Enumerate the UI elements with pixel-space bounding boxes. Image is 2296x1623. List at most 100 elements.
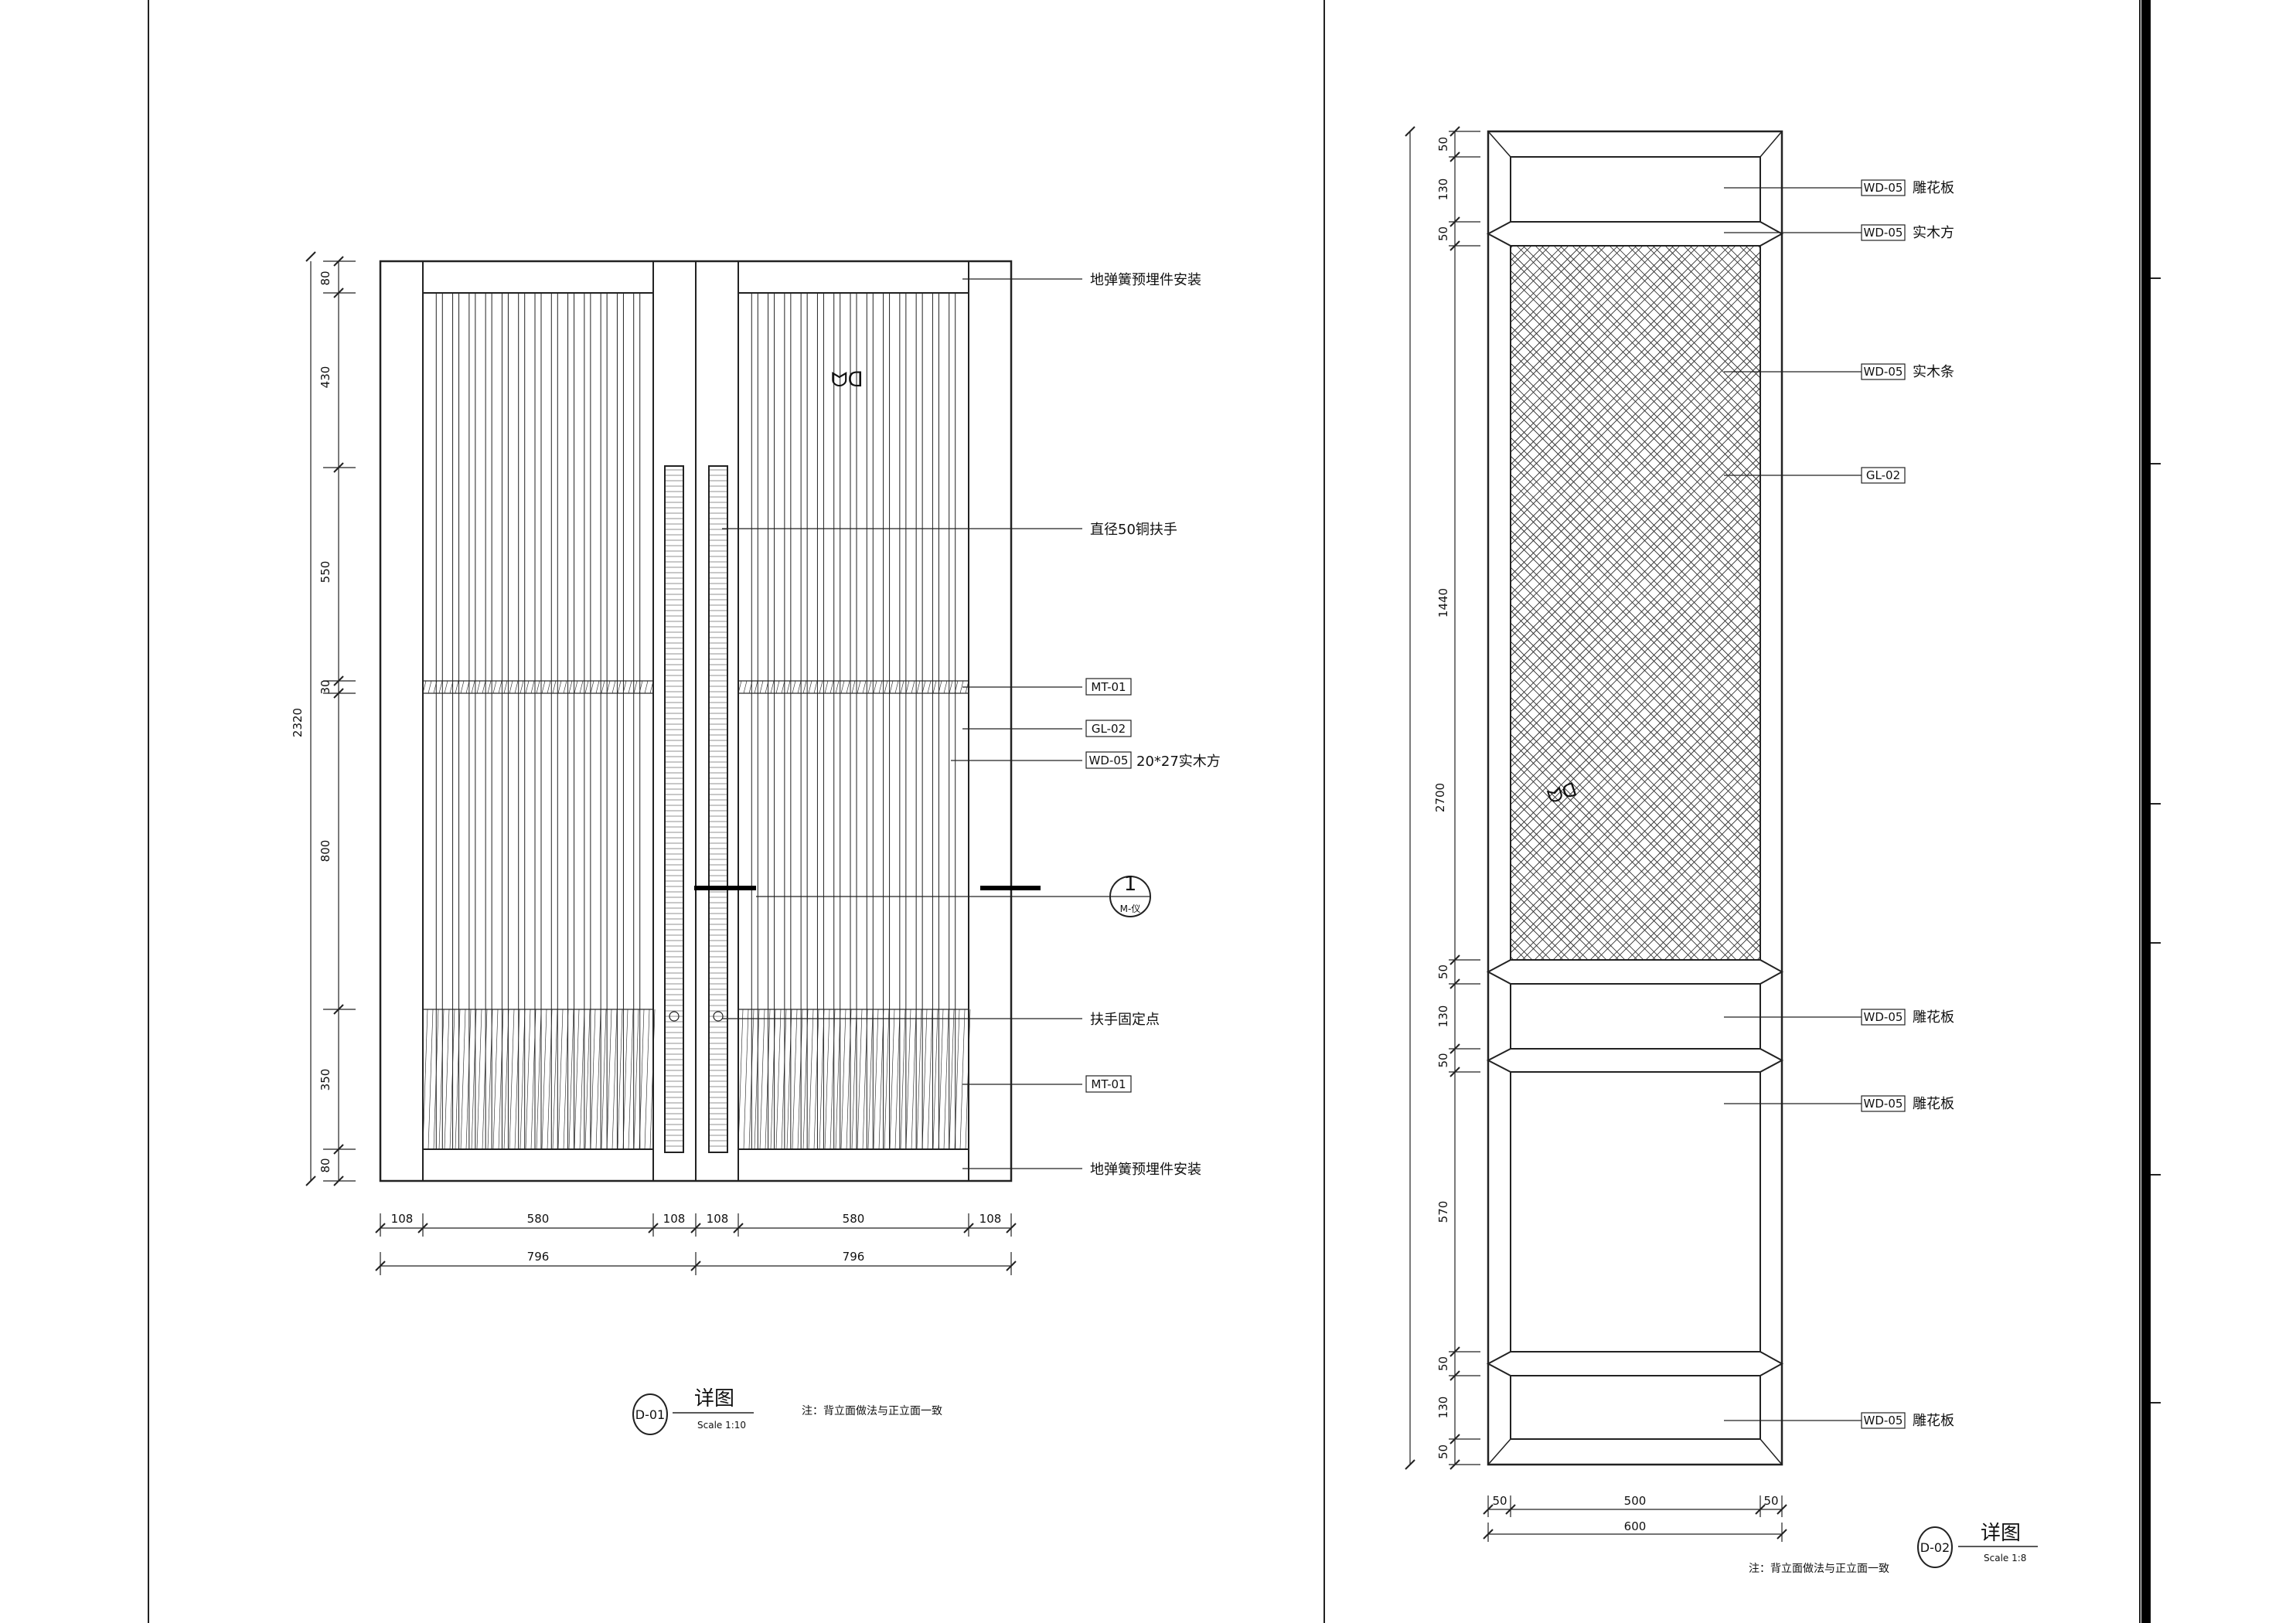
hatch-line [460,680,465,694]
slat [468,292,476,1150]
hatch-line [428,1009,434,1150]
weave-line [32,246,746,960]
handle-hatching [666,469,727,1147]
dim-v-7: 80 [319,1158,332,1172]
hatch-line [878,680,883,694]
door2-tag: WD-05 [1864,1097,1903,1111]
weave-line [1800,246,2296,960]
weave-line [94,246,808,960]
hatch-line [611,1009,618,1150]
weave-line [1511,511,1760,762]
hatch-line [835,680,840,694]
door2-label: 雕花板 [1913,1009,1954,1026]
hatch-line [584,1009,591,1150]
slat [567,292,575,1150]
hatch-line [829,680,834,694]
weave-line [1511,246,1588,323]
hatch-line [422,1009,428,1150]
dim-arrow [1449,1346,1460,1357]
weave-line [2222,246,2296,960]
hatch-line [943,680,948,694]
weave-line [384,246,1099,960]
hatch-line [471,1009,477,1150]
hatch-line [644,680,649,694]
weave-line [1511,246,1712,447]
weave-line [502,246,1216,960]
weave-line [1511,480,1760,731]
drawing-title-2: 详图 [1981,1522,2021,1545]
tag-box [1861,1412,1906,1429]
weave-line [236,246,950,960]
hatch-line [498,1009,504,1150]
hatch-line [503,1009,509,1150]
weave-line [1511,684,1760,935]
hatch-line [819,1009,825,1150]
weave-line [1511,246,1606,342]
dim2-v: 130 [1436,179,1450,201]
weave-line [1857,246,2296,960]
dim2-w-total: 600 [1624,1519,1647,1533]
weave-line [1553,246,1760,453]
dim-arrow [333,462,344,473]
weave-line [1511,548,1760,799]
weave-line [124,246,839,960]
door-1-dimensions: 80 430 550 30 800 350 80 2320 108 580 10… [291,251,1017,1275]
hatch-line [530,680,535,694]
hatch-line [786,1009,792,1150]
weave-line [1511,492,1760,743]
weave-line [1511,573,1760,824]
weave-line [1511,288,1760,539]
weave-line [1511,604,1760,855]
hatch-line [574,1009,580,1150]
weave-line [2228,246,2296,960]
dim-arrow [1777,1504,1787,1515]
slat [633,292,641,1150]
dim-arrow [690,1223,701,1233]
dim-v-total: 2320 [291,708,305,737]
weave-line [1511,832,1638,960]
weave-line [50,246,765,960]
weave-line [1511,789,1681,960]
slat [485,292,492,1150]
weave-line [1794,246,2296,960]
weave-line [465,246,1179,960]
hatch-line [921,680,926,694]
dim-w-left: 796 [527,1250,550,1264]
weave-line [1511,567,1760,818]
hatch-line [867,680,872,694]
slat [883,292,891,1150]
weave-line [1511,628,1760,880]
weave-line [1783,246,2296,960]
dim2-v: 130 [1436,1397,1450,1419]
tag-mt01-a: MT-01 [1091,680,1126,694]
door2-tag: WD-05 [1864,1010,1903,1024]
slat [833,292,841,1150]
weave-line [1795,246,2296,960]
hatch-line [884,680,888,694]
dim-arrow [1483,1529,1494,1540]
weave-line [1627,246,1760,379]
hatch-line [797,680,802,694]
weave-line [1511,567,1760,818]
weave-line [1511,325,1760,577]
dim-arrow [1006,1261,1017,1271]
weave-line [1814,246,2296,960]
hatch-line [476,680,481,694]
weave-line [737,246,1451,960]
weave-line [1764,246,2296,960]
slat [600,292,608,1150]
weave-line [1683,246,1760,323]
weave-line [669,246,1383,960]
hatch-line [911,680,915,694]
hatch-line [590,680,594,694]
door-1-callouts: 地弹簧预埋件安装 直径50铜扶手 MT-01 GL-02 WD-05 20*27… [722,272,1221,1178]
weave-line [1688,888,1760,960]
weave-line [1511,294,1760,546]
weave-line [0,246,709,960]
weave-line [2092,246,2296,960]
weave-line [1726,246,1760,280]
hatch-line [579,1009,585,1150]
weave-line [551,246,1266,960]
slat [768,292,775,1150]
weave-line [38,246,752,960]
